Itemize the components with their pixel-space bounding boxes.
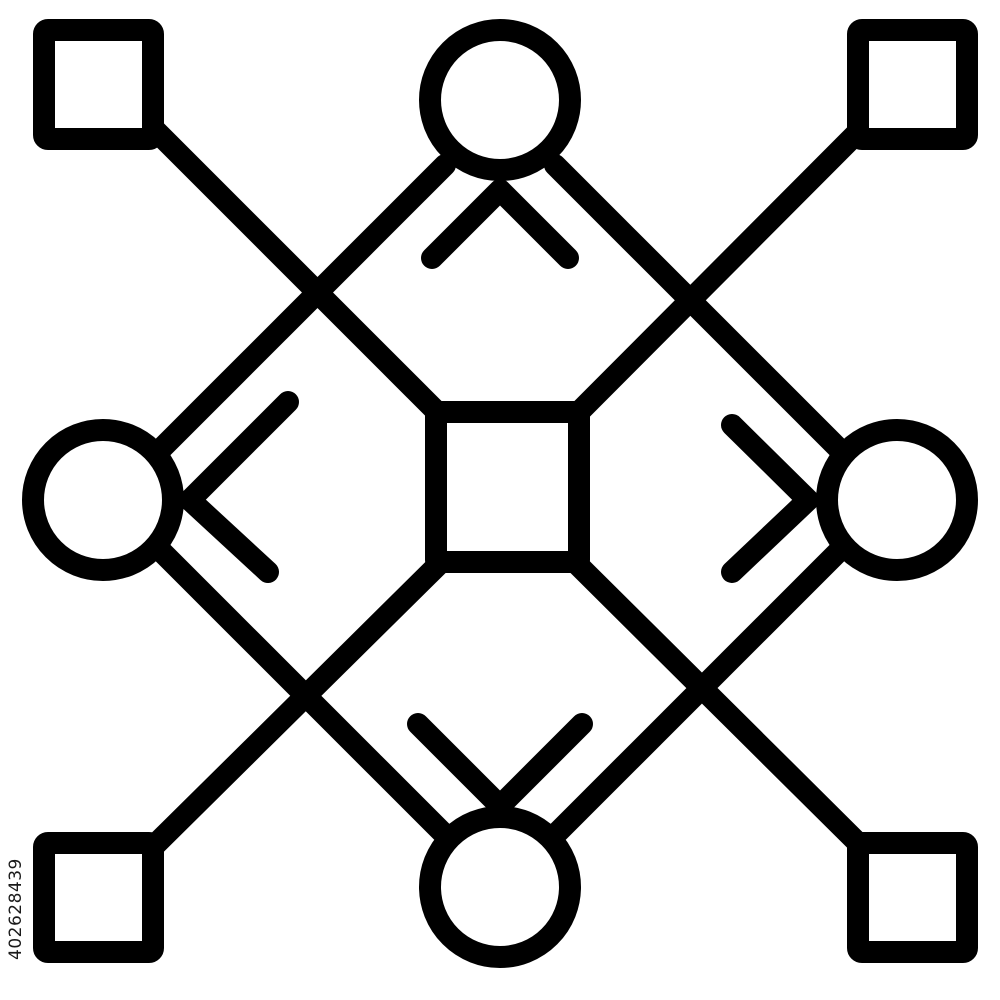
arrow-left-icon	[179, 391, 299, 583]
stock-id-watermark: 402628439	[6, 858, 26, 960]
arrow-down-icon	[407, 713, 593, 817]
link-right-to-bottom	[544, 534, 856, 846]
arrow-up-icon	[421, 179, 579, 269]
node-circle-bottom	[419, 806, 581, 968]
arrow-right-icon	[721, 414, 819, 583]
connector-bottom-right	[567, 554, 871, 856]
hub-square-center	[425, 401, 590, 573]
node-circle-left	[22, 419, 184, 581]
connector-top-left	[144, 119, 449, 424]
node-square-top-left	[33, 19, 164, 150]
node-square-bottom-left	[33, 832, 164, 963]
link-top-to-right	[544, 154, 856, 466]
node-circle-top	[419, 19, 581, 181]
connector-top-right	[567, 119, 871, 424]
node-square-top-right	[847, 19, 978, 150]
connector-bottom-left	[144, 554, 449, 856]
node-circle-right	[816, 419, 978, 581]
node-square-bottom-right	[847, 832, 978, 963]
link-left-to-bottom	[144, 534, 456, 846]
link-top-to-left	[144, 154, 456, 466]
